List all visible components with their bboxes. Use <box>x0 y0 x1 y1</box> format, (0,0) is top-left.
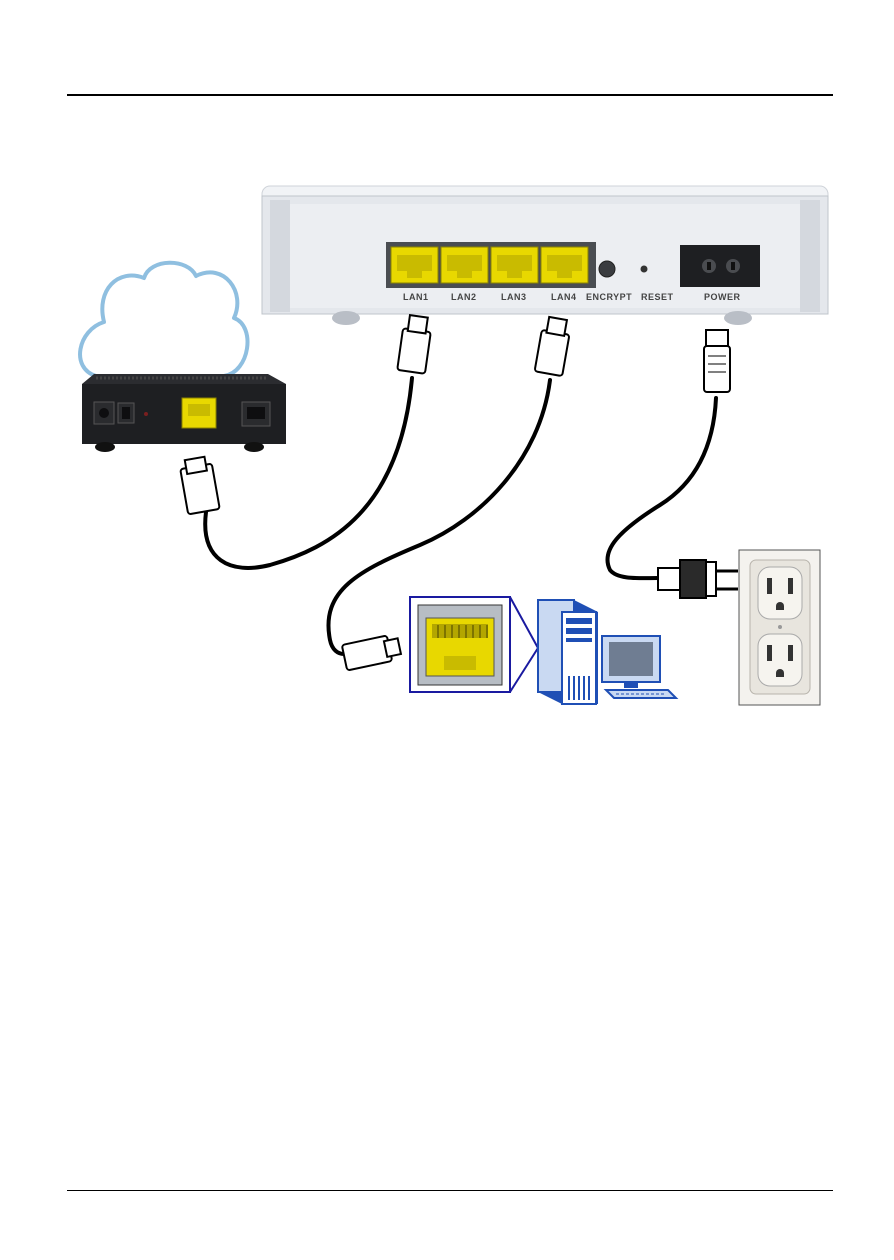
power-cable <box>607 398 716 578</box>
modem-icon <box>82 374 286 452</box>
lan1-label: LAN1 <box>403 292 429 302</box>
port-zoom-inset <box>410 597 538 692</box>
computer-tower-icon <box>538 600 598 704</box>
reset-hole <box>641 266 648 273</box>
keyboard-icon <box>606 690 676 698</box>
rj45-port-icon <box>426 618 494 676</box>
lan4-label: LAN4 <box>551 292 577 302</box>
footer-rule <box>67 1190 833 1191</box>
power-plug-icon <box>658 560 738 598</box>
encrypt-button <box>599 261 615 277</box>
rj45-port-icon <box>391 247 438 283</box>
rj45-port-icon <box>541 247 588 283</box>
power-label: POWER <box>704 292 741 302</box>
rj45-port-icon <box>441 247 488 283</box>
ethernet-plug-icon <box>397 315 431 374</box>
monitor-icon <box>602 636 660 688</box>
ethernet-plug-icon <box>535 317 570 376</box>
ethernet-plug-icon <box>180 457 220 515</box>
lan3-label: LAN3 <box>501 292 527 302</box>
ethernet-plug-icon <box>342 636 401 671</box>
router-icon: LAN1 LAN2 LAN3 LAN4 ENCRYPT RESET POWER <box>262 186 828 325</box>
lan2-label: LAN2 <box>451 292 477 302</box>
wall-outlet-icon <box>739 550 820 705</box>
power-plug-icon <box>704 330 730 392</box>
encrypt-label: ENCRYPT <box>586 292 632 302</box>
reset-label: RESET <box>641 292 674 302</box>
cloud-icon <box>80 263 247 376</box>
power-socket <box>680 245 760 287</box>
rj45-port-icon <box>491 247 538 283</box>
